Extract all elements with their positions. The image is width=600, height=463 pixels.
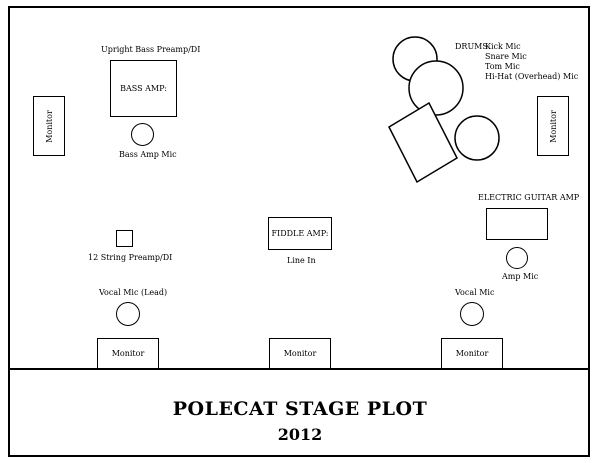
- drums-heading: DRUMS:: [455, 42, 491, 51]
- twelve-string-label: 12 String Preamp/DI: [88, 253, 173, 262]
- guitar-amp-mic: [506, 247, 528, 269]
- bass-amp-mic: [131, 123, 154, 146]
- drums-mic-list: DRUMS:Kick Mic Snare Mic Tom Mic Hi-Hat …: [455, 42, 578, 82]
- drum-circle-middle: [408, 60, 464, 116]
- vocal-mic-right: [460, 302, 484, 326]
- bass-preamp-heading: Upright Bass Preamp/DI: [101, 45, 201, 54]
- left-side-monitor-label: Monitor: [44, 109, 54, 143]
- front-monitor-right-label: Monitor: [455, 349, 489, 358]
- stage-edge-divider: [8, 368, 590, 370]
- fiddle-line-in-label: Line In: [287, 256, 316, 265]
- snare-mic-label: Snare Mic: [485, 52, 527, 61]
- fiddle-amp-label: FIDDLE AMP:: [271, 229, 329, 238]
- front-monitor-center: Monitor: [269, 338, 331, 369]
- drum-circle-right: [454, 115, 500, 161]
- stage-plot-year: 2012: [277, 425, 323, 444]
- right-side-monitor: Monitor: [537, 96, 569, 156]
- vocal-mic-lead: [116, 302, 140, 326]
- drum-kit: [388, 36, 500, 184]
- guitar-amp-heading: ELECTRIC GUITAR AMP: [478, 193, 580, 202]
- bass-amp: BASS AMP:: [110, 60, 177, 117]
- kick-mic-label: Kick Mic: [485, 42, 521, 51]
- twelve-string-preamp: [116, 230, 133, 247]
- guitar-amp: [486, 208, 548, 240]
- left-side-monitor: Monitor: [33, 96, 65, 156]
- vocal-mic-lead-label: Vocal Mic (Lead): [99, 288, 168, 297]
- front-monitor-left-label: Monitor: [111, 349, 145, 358]
- bass-amp-label: BASS AMP:: [120, 84, 167, 93]
- drum-riser: [388, 101, 458, 184]
- bass-amp-mic-label: Bass Amp Mic: [119, 150, 177, 159]
- right-side-monitor-label: Monitor: [548, 109, 558, 143]
- fiddle-amp: FIDDLE AMP:: [268, 217, 332, 250]
- front-monitor-right: Monitor: [441, 338, 503, 369]
- tom-mic-label: Tom Mic: [485, 62, 520, 71]
- hihat-mic-label: Hi-Hat (Overhead) Mic: [485, 72, 579, 81]
- vocal-mic-right-label: Vocal Mic: [455, 288, 495, 297]
- stage-frame: [8, 6, 590, 457]
- stage-plot-title: POLECAT STAGE PLOT: [172, 398, 428, 420]
- front-monitor-left: Monitor: [97, 338, 159, 369]
- guitar-amp-mic-label: Amp Mic: [502, 272, 539, 281]
- front-monitor-center-label: Monitor: [283, 349, 317, 358]
